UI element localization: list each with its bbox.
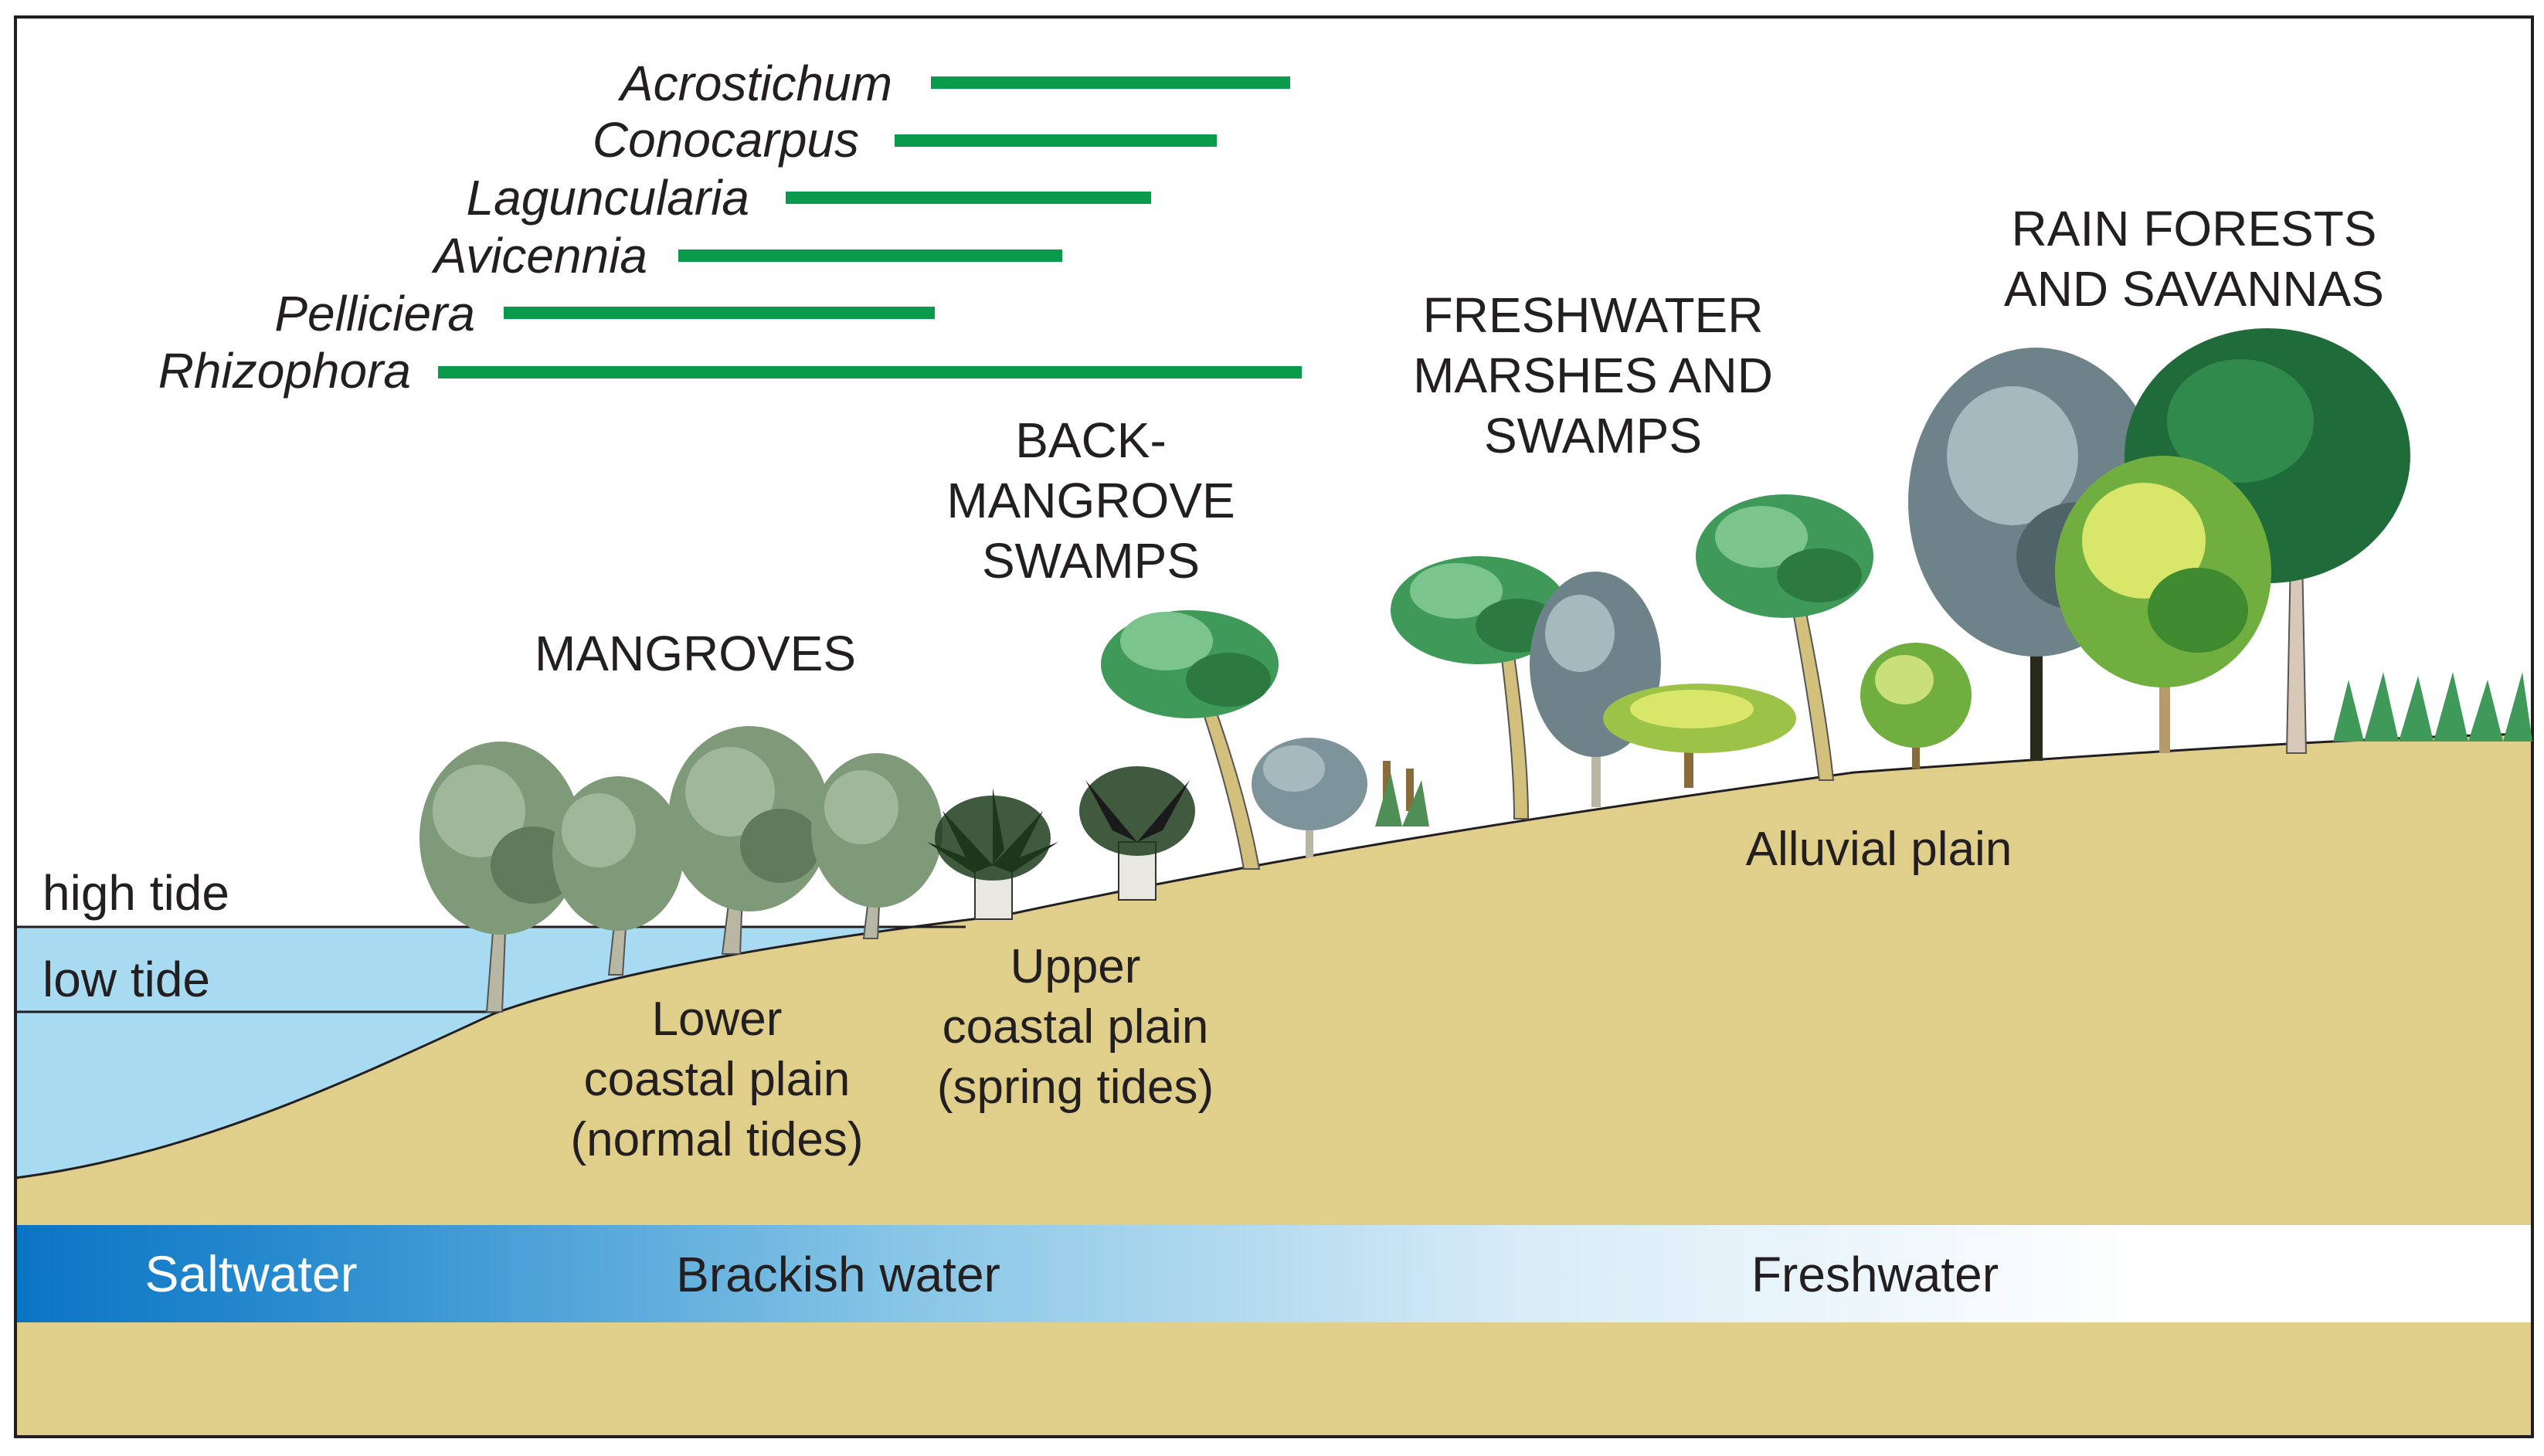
species-label-conocarpus: Conocarpus [593,112,859,168]
species-label-pelliciera: Pelliciera [274,286,475,341]
back-mangrove-vegetation [927,610,1367,920]
zone-label-line: FRESHWATER [1423,287,1764,343]
grey-shrub [1252,738,1367,857]
zone-label-line: MANGROVE [946,473,1235,528]
plain-label-line: (spring tides) [937,1061,1214,1114]
yellow-green-tree [2055,456,2271,753]
species-label-laguncularia: Laguncularia [467,170,750,226]
high-tide-label: high tide [42,865,229,921]
zone-label-line: AND SAVANNAS [2004,261,2384,317]
plain-label-line: Upper [1010,940,1141,993]
frame-border [14,15,2534,1438]
zone-label-line: SWAMPS [982,533,1200,589]
palm-tree [1696,494,1873,781]
species-label-rhizophora: Rhizophora [158,343,411,399]
mangrove-tree [552,776,684,976]
small-tree [1860,643,1972,769]
species-label-acrostichum: Acrostichum [617,56,892,111]
reeds [1375,761,1429,826]
mangrove-tree [419,742,582,1013]
zone-label-freshwater-marshes: FRESHWATER MARSHES AND SWAMPS [1413,287,1773,463]
cycad-palm [1079,766,1195,901]
freshwater-marsh-vegetation [1375,494,1972,826]
savanna-grasses [2333,672,2532,742]
zone-label-line: SWAMPS [1484,408,1702,463]
lower-coastal-plain-label: Lower coastal plain (normal tides) [571,993,864,1166]
low-tide-label: low tide [42,952,210,1007]
mangrove-tree [811,753,943,939]
zone-label-line: BACK- [1015,412,1167,468]
ground-profile [14,732,2534,1237]
saltwater-label: Saltwater [144,1245,357,1302]
plain-label-line: coastal plain [584,1053,851,1106]
zone-label-line: MARSHES AND [1413,348,1773,403]
plain-label-line: (normal tides) [571,1113,864,1166]
plain-label-line: coastal plain [943,1000,1209,1054]
zone-label-rain-forests: RAIN FORESTS AND SAVANNAS [2004,201,2384,317]
palm-tree [1101,610,1279,870]
zone-label-line: RAIN FORESTS [2012,201,2377,256]
salinity-gradient-band [15,1225,2532,1322]
upper-coastal-plain-label: Upper coastal plain (spring tides) [937,940,1214,1114]
brackish-water-label: Brackish water [676,1247,1000,1302]
freshwater-label: Freshwater [1751,1247,1999,1302]
mangrove-tree [668,726,830,955]
mangrove-trees [419,726,943,1013]
zone-label-mangroves: MANGROVES [535,626,856,681]
species-range-chart: Acrostichum Conocarpus Laguncularia Avic… [158,56,1302,399]
alluvial-plain-label: Alluvial plain [1746,823,2012,876]
cycad-palm [927,788,1058,920]
zone-label-back-mangrove: BACK- MANGROVE SWAMPS [946,412,1235,589]
plain-label-line: Lower [652,993,783,1046]
species-label-avicennia: Avicennia [431,228,647,283]
acacia-tree [1603,684,1796,788]
rain-forest-vegetation [1908,328,2532,761]
